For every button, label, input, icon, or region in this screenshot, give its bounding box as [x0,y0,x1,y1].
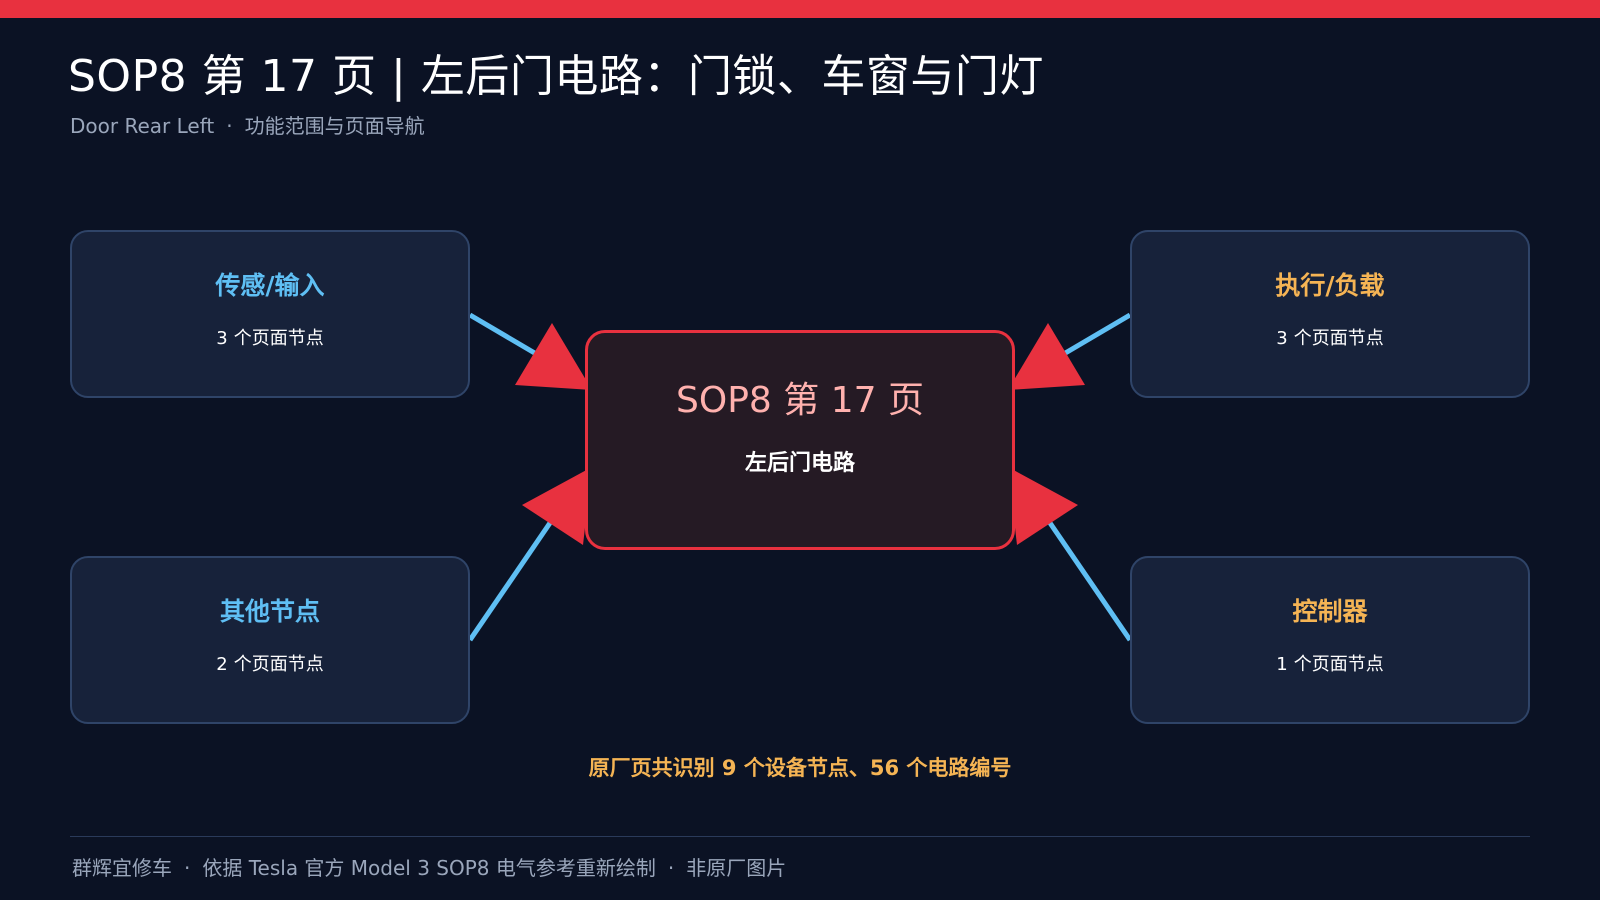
center-node-subtitle: 左后门电路 [744,451,855,476]
node-count-value: 1 [1276,654,1288,675]
footer-brand: 群辉宜修车 [72,856,172,880]
node-count-unit: 个页面节点 [233,654,324,675]
center-node-page: SOP8 第 17 页 左后门电路 [585,330,1015,550]
arrowhead-other [522,467,592,545]
top-accent-bar [0,0,1600,18]
node-title: 传感/输入 [215,271,325,300]
center-node-title: SOP8 第 17 页 [676,380,924,421]
node-count-value: 3 [216,328,228,349]
footer-source: 依据 Tesla 官方 Model 3 SOP8 电气参考重新绘制 [202,856,656,880]
subtitle-english: Door Rear Left [70,114,215,138]
node-count-unit: 个页面节点 [1293,654,1384,675]
footer-divider [70,836,1530,837]
connector-output-to-center [1060,312,1132,358]
arrowhead-controller [1008,467,1078,545]
node-count-unit: 个页面节点 [1293,328,1384,349]
page-title: SOP8 第 17 页 | 左后门电路：门锁、车窗与门灯 [68,51,1044,102]
arrowhead-input [515,323,592,390]
subtitle-chinese: 功能范围与页面导航 [244,114,425,138]
connector-input-to-center [468,312,540,358]
arrowhead-output [1008,323,1085,390]
connector-other-to-center [467,518,555,642]
footer-separator: · [667,856,675,880]
footer: 群辉宜修车 · 依据 Tesla 官方 Model 3 SOP8 电气参考重新绘制 ·… [72,852,786,881]
connector-controller-to-center [1045,518,1133,642]
node-count-unit: 个页面节点 [233,328,324,349]
subtitle-separator: · [226,114,233,138]
node-title: 其他节点 [219,597,320,626]
summary-text: 原厂页共识别 9 个设备节点、56 个电路编号 [588,756,1012,780]
node-count-value: 3 [1276,328,1288,349]
node-count-value: 2 [216,654,228,675]
footer-separator: · [184,856,191,880]
node-title: 执行/负载 [1275,271,1385,300]
page-subtitle: Door Rear Left · 功能范围与页面导航 [70,110,425,139]
node-title: 控制器 [1292,597,1368,626]
footer-note: 非原厂图片 [686,856,787,880]
